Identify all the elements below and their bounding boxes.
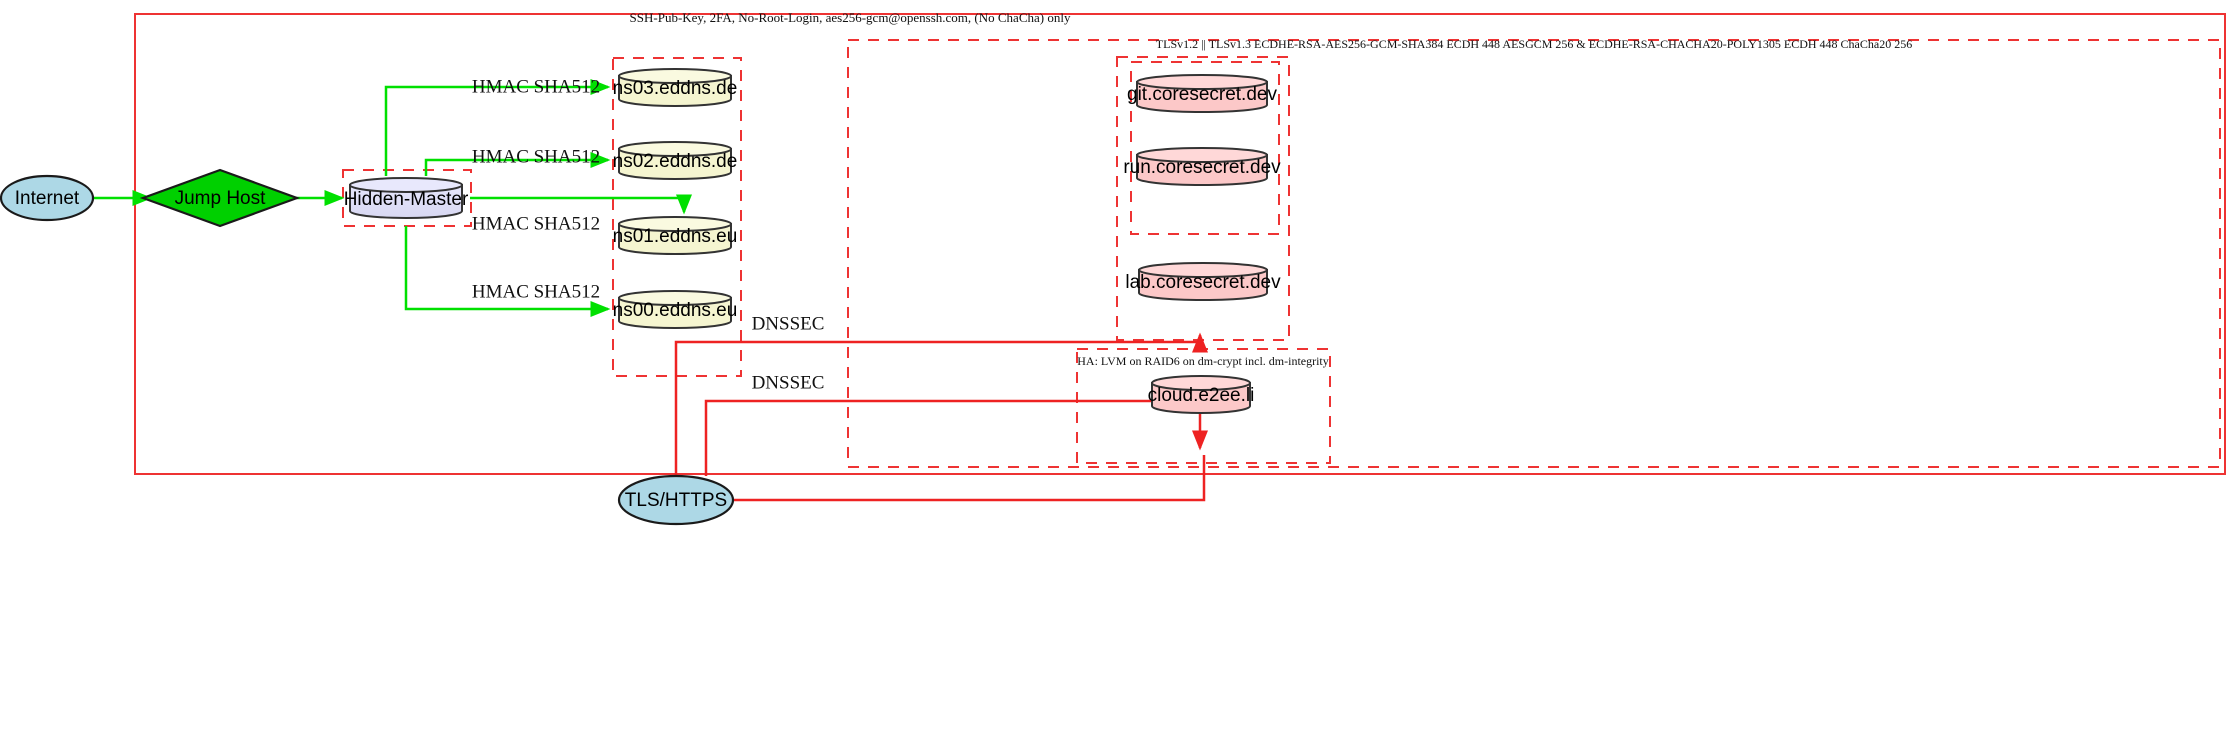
edge-tls-to-coresecret bbox=[674, 332, 1208, 476]
edge-master-to-ns03 bbox=[384, 78, 611, 176]
node-ns01[interactable]: ns01.eddns.eu bbox=[613, 216, 738, 255]
node-run-coresecret[interactable]: run.coresecret.dev bbox=[1123, 147, 1281, 186]
node-ns03-label: ns03.eddns.de bbox=[613, 78, 738, 99]
edge-label-hmac-ns01: HMAC SHA512 bbox=[472, 213, 600, 234]
node-internet-label: Internet bbox=[15, 188, 80, 209]
cluster-label-ha: HA: LVM on RAID6 on dm-crypt incl. dm-in… bbox=[1077, 354, 1329, 368]
node-jump-host-label: Jump Host bbox=[175, 188, 267, 209]
cluster-tls-boundary bbox=[847, 39, 2221, 468]
edge-label-dnssec-lower: DNSSEC bbox=[752, 372, 825, 393]
edge-label-hmac-ns00: HMAC SHA512 bbox=[472, 281, 600, 302]
node-jump-host[interactable]: Jump Host bbox=[139, 168, 301, 228]
node-tls-https[interactable]: TLS/HTTPS bbox=[617, 474, 735, 526]
edge-label-dnssec-upper: DNSSEC bbox=[752, 313, 825, 334]
node-hidden-master-label: Hidden-Master bbox=[344, 189, 469, 210]
edge-master-to-ns01 bbox=[470, 194, 693, 215]
edge-tls-to-cloud bbox=[704, 399, 1209, 476]
node-ns02[interactable]: ns02.eddns.de bbox=[613, 141, 738, 180]
node-cloud-e2ee[interactable]: cloud.e2ee.li bbox=[1148, 375, 1255, 414]
cluster-label-tls: TLSv1.2 || TLSv1.3 ECDHE-RSA-AES256-GCM-… bbox=[1156, 37, 1912, 51]
node-ns00[interactable]: ns00.eddns.eu bbox=[613, 290, 738, 329]
edge-tls-right-branch bbox=[722, 455, 1206, 502]
edge-label-hmac-ns03: HMAC SHA512 bbox=[472, 76, 600, 97]
node-git-coresecret-label: git.coresecret.dev bbox=[1127, 84, 1277, 105]
node-lab-coresecret[interactable]: lab.coresecret.dev bbox=[1125, 262, 1281, 301]
node-ns02-label: ns02.eddns.de bbox=[613, 151, 738, 172]
node-lab-coresecret-label: lab.coresecret.dev bbox=[1125, 272, 1281, 293]
node-hidden-master[interactable]: Hidden-Master bbox=[344, 177, 469, 219]
edge-master-to-ns02 bbox=[424, 151, 611, 176]
node-ns01-label: ns01.eddns.eu bbox=[613, 226, 738, 247]
node-ns00-label: ns00.eddns.eu bbox=[613, 300, 738, 321]
edge-label-hmac-ns02: HMAC SHA512 bbox=[472, 146, 600, 167]
node-cloud-e2ee-label: cloud.e2ee.li bbox=[1148, 385, 1255, 406]
node-tls-https-label: TLS/HTTPS bbox=[625, 490, 727, 511]
node-run-coresecret-label: run.coresecret.dev bbox=[1123, 157, 1281, 178]
node-ns03[interactable]: ns03.eddns.de bbox=[613, 68, 738, 107]
node-git-coresecret[interactable]: git.coresecret.dev bbox=[1127, 74, 1277, 113]
edge-master-to-ns00 bbox=[404, 226, 611, 317]
cluster-label-ssh: SSH-Pub-Key, 2FA, No-Root-Login, aes256-… bbox=[630, 10, 1071, 25]
cluster-ssh-boundary bbox=[134, 13, 2226, 475]
node-internet[interactable]: Internet bbox=[0, 174, 95, 222]
